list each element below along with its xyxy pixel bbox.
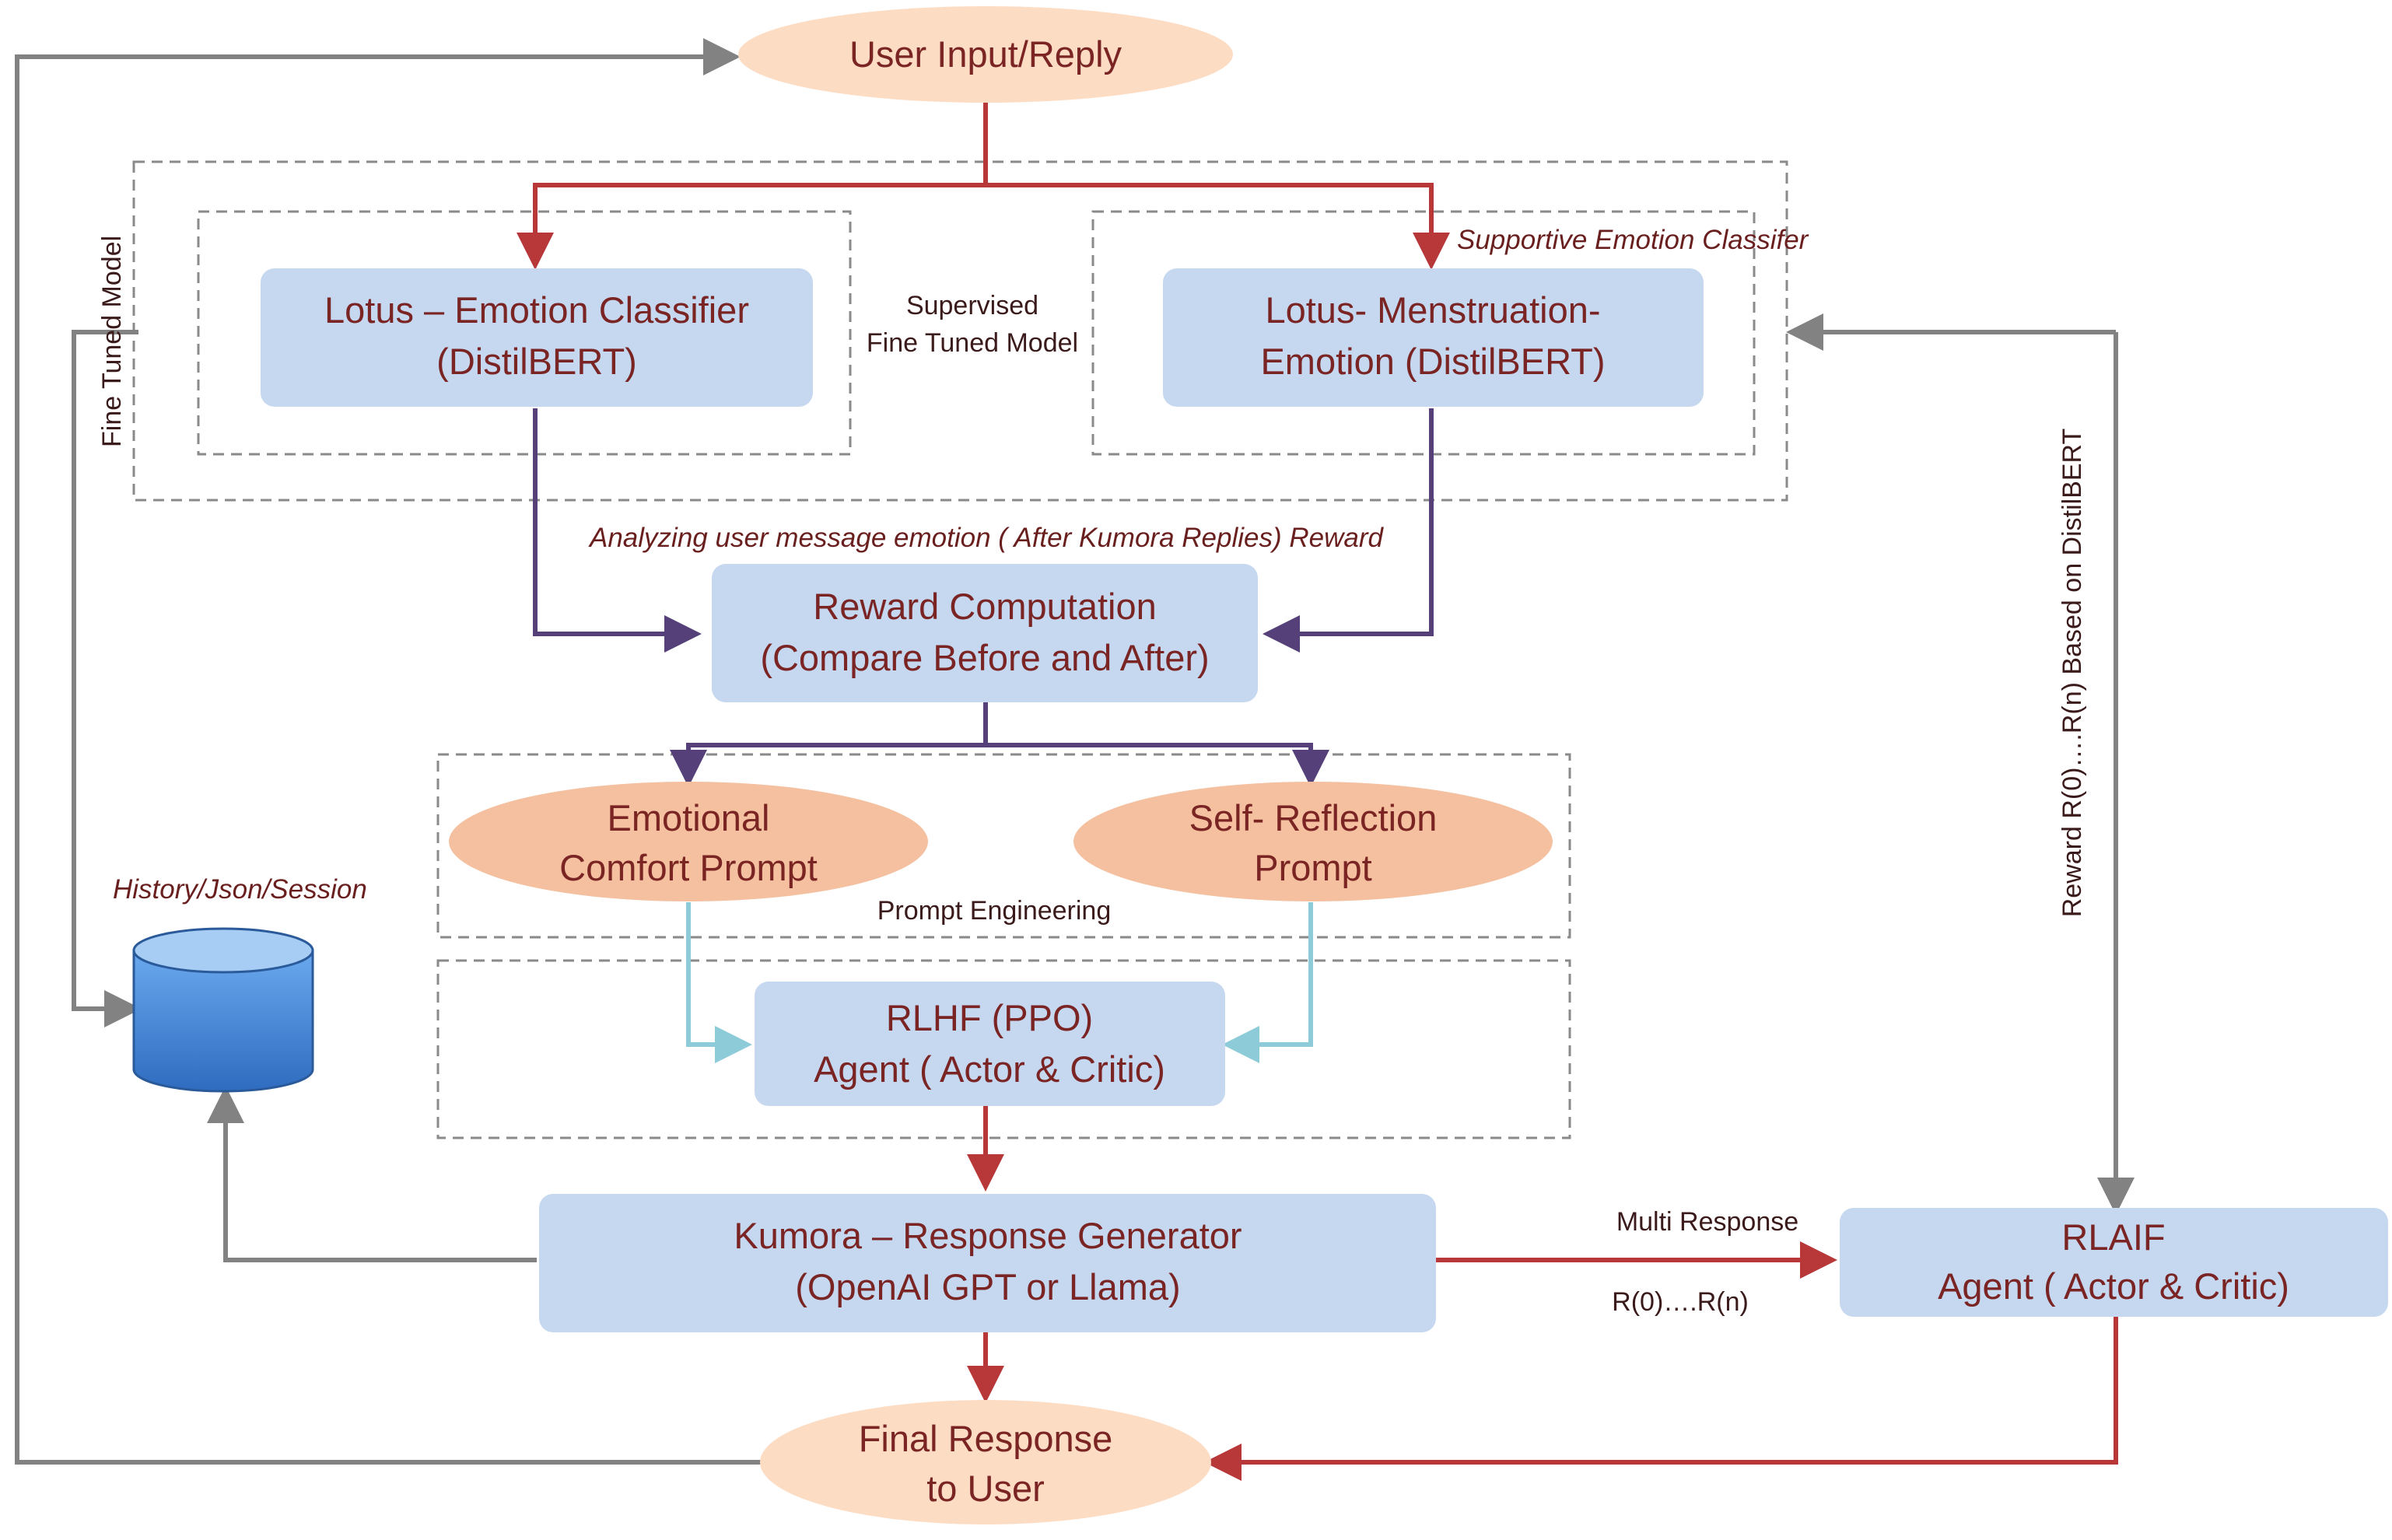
rlaif-agent-node [1840, 1208, 2388, 1317]
rlhf-agent-node [755, 982, 1225, 1106]
arrow-kumora-to-database [207, 1086, 537, 1262]
arrow-rlaif-to-final [1204, 1316, 2118, 1481]
analyzing-label: Analyzing user message emotion ( After K… [588, 523, 1385, 553]
rlhf-agent-line2: Agent ( Actor & Critic) [814, 1048, 1165, 1090]
rlhf-agent-line1: RLHF (PPO) [886, 997, 1093, 1038]
kumora-line1: Kumora – Response Generator [734, 1215, 1242, 1256]
arrow-reward-to-reflection [986, 743, 1329, 787]
reward-computation-line2: (Compare Before and After) [760, 637, 1209, 678]
reward-distilbert-label: Reward R(0)….R(n) Based on DistilBERT [2058, 429, 2087, 918]
rlhf-group [436, 959, 1571, 1139]
supervised-label-line1: Supervised [906, 291, 1038, 320]
menstruation-emotion-line1: Lotus- Menstruation- [1265, 289, 1600, 331]
final-response-node [760, 1400, 1211, 1524]
emotional-comfort-node [449, 782, 928, 901]
reward-computation-node [712, 564, 1258, 702]
prompt-engineering-label: Prompt Engineering [877, 896, 1112, 926]
fine-tuned-model-label: Fine Tuned Model [97, 236, 127, 447]
emotion-classifier-node [261, 268, 813, 407]
arrow-reflection-to-rlhf [1222, 902, 1313, 1063]
user-input-label: User Input/Reply [849, 33, 1122, 75]
emotion-classifier-line1: Lotus – Emotion Classifier [324, 289, 749, 331]
arrow-emotion-to-reward [533, 408, 702, 653]
r-range-label: R(0)….R(n) [1612, 1287, 1749, 1317]
emotion-classifier-line2: (DistilBERT) [436, 341, 637, 382]
database-icon [132, 927, 314, 1093]
reward-computation-line1: Reward Computation [813, 586, 1157, 627]
emotional-comfort-line2: Comfort Prompt [559, 847, 818, 888]
self-reflection-line1: Self- Reflection [1189, 797, 1438, 838]
history-label: History/Json/Session [113, 874, 367, 905]
self-reflection-node [1073, 782, 1553, 901]
user-input-node [738, 6, 1233, 103]
arrow-reward-to-comfort [670, 743, 986, 787]
menstruation-emotion-line2: Emotion (DistilBERT) [1260, 341, 1605, 382]
arrow-input-to-menstruation [986, 183, 1450, 270]
self-reflection-line2: Prompt [1254, 847, 1372, 888]
multi-response-label: Multi Response [1616, 1207, 1798, 1237]
menstruation-classifier-group [1091, 210, 1756, 456]
arrow-menstruation-to-reward [1263, 408, 1434, 653]
kumora-generator-node [539, 1194, 1436, 1332]
supportive-classifier-label: Supportive Emotion Classifer [1457, 225, 1809, 255]
arrow-comfort-to-rlhf [686, 902, 752, 1063]
menstruation-emotion-node [1163, 268, 1704, 407]
final-response-line1: Final Response [859, 1418, 1113, 1459]
kumora-line2: (OpenAI GPT or Llama) [795, 1266, 1180, 1307]
prompt-engineering-group [436, 753, 1571, 939]
supervised-label-line2: Fine Tuned Model [867, 328, 1078, 358]
rlaif-agent-line1: RLAIF [2061, 1216, 2165, 1258]
rlaif-agent-line2: Agent ( Actor & Critic) [1938, 1265, 2289, 1307]
emotion-classifier-group [197, 210, 852, 456]
arrow-fine-tuned-to-database [72, 330, 142, 1027]
arrow-input-to-emotion-classifier [517, 183, 986, 270]
final-response-line2: to User [926, 1468, 1045, 1509]
emotional-comfort-line1: Emotional [608, 797, 770, 838]
arrow-final-to-user-input [15, 38, 761, 1465]
